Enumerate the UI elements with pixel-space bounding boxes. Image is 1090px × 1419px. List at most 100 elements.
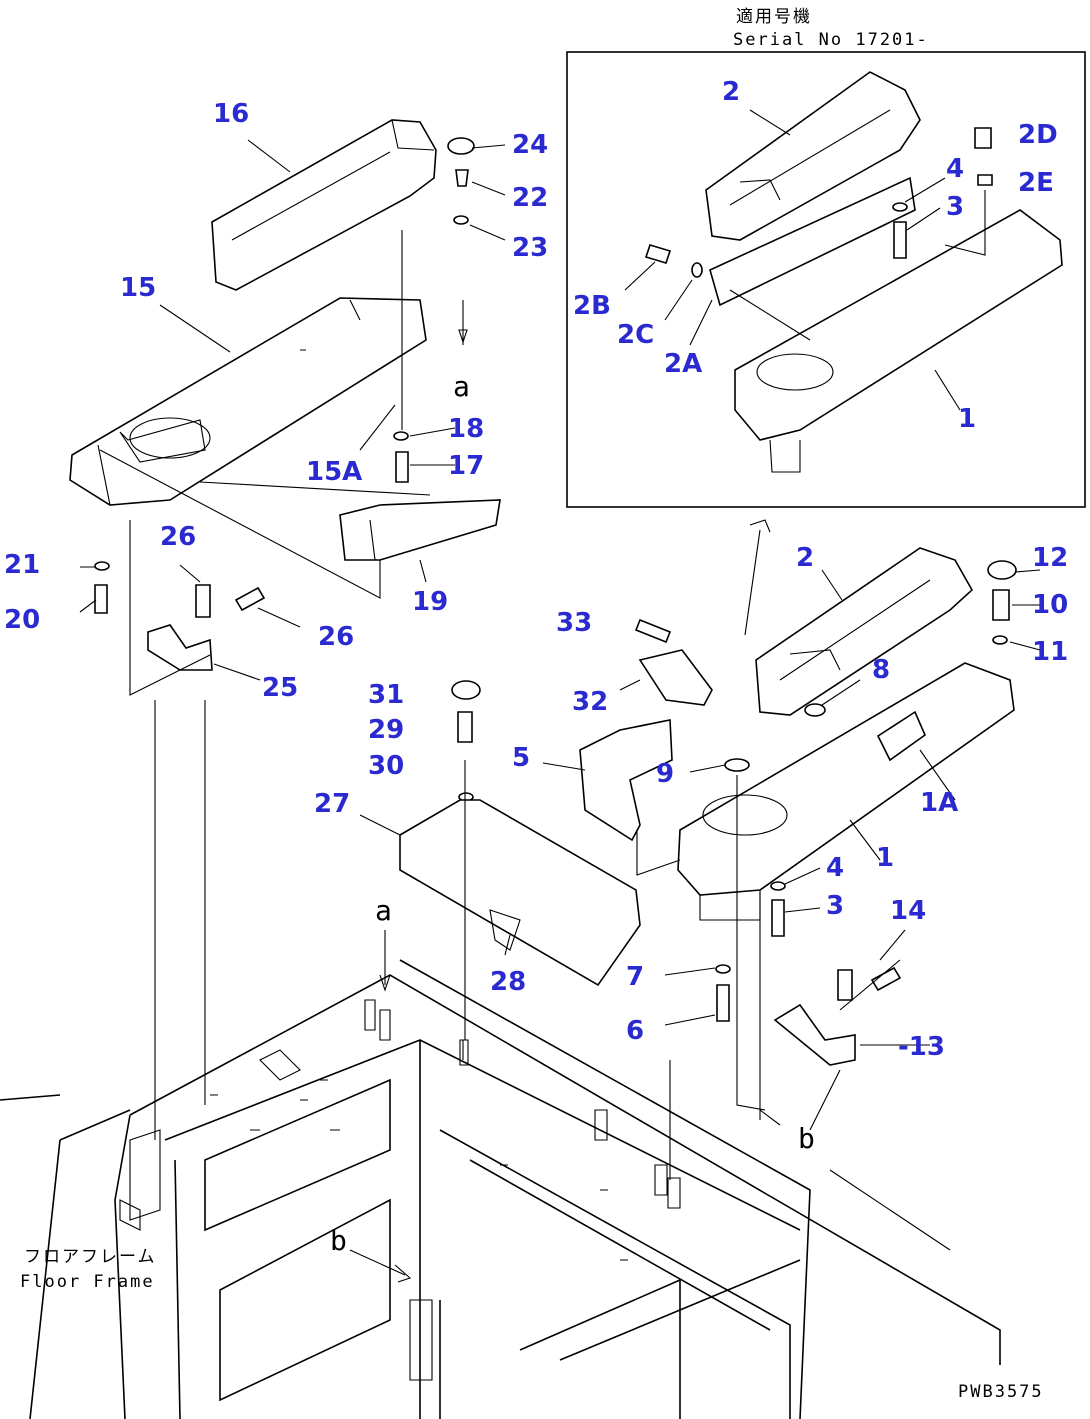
callout-12: 12	[1032, 543, 1068, 573]
callout-30: 30	[368, 751, 404, 781]
callout-9: 9	[656, 759, 674, 789]
callout-31: 31	[368, 680, 404, 710]
callout-inset-2E: 2E	[1018, 168, 1054, 198]
bracket-32	[638, 649, 713, 706]
cover-27	[399, 799, 641, 987]
callout-25: 25	[262, 673, 298, 703]
callout-26a: 26	[160, 522, 196, 552]
callout-3: 3	[826, 891, 844, 921]
callout-6: 6	[626, 1016, 644, 1046]
inset-bolt-2B	[644, 244, 672, 264]
callout-27: 27	[314, 789, 350, 819]
callout-10: 10	[1032, 590, 1068, 620]
callout-inset-2B: 2B	[573, 291, 611, 321]
callout-22: 22	[512, 183, 548, 213]
callout-28: 28	[490, 967, 526, 997]
washer-4	[770, 881, 786, 891]
callout-24: 24	[512, 130, 548, 160]
bolt-6	[716, 984, 730, 1022]
callout-19: 19	[412, 587, 448, 617]
bolt-26b	[234, 586, 266, 612]
flow-marker-b1: b	[798, 1122, 815, 1155]
main-armrest-2	[755, 547, 974, 716]
callout-33: 33	[556, 608, 592, 638]
callout-23: 23	[512, 233, 548, 263]
console-15	[69, 297, 427, 506]
inset-washer-4	[892, 202, 908, 212]
bolt-26a	[195, 584, 211, 618]
callout-inset-2: 2	[722, 77, 740, 107]
inset-washer-2E	[977, 174, 993, 186]
cover-5	[579, 719, 673, 842]
bolt-3	[771, 899, 785, 937]
washer-21	[94, 561, 110, 571]
bolt-14	[837, 966, 902, 1001]
washer-23	[453, 215, 469, 225]
bolt-20	[94, 584, 108, 614]
flow-marker-a2: a	[375, 894, 392, 927]
bolt-10	[992, 589, 1010, 621]
inset-console-1	[734, 209, 1063, 473]
callout-2: 2	[796, 543, 814, 573]
callout-7: 7	[626, 962, 644, 992]
inset-bolt-2D	[974, 127, 992, 149]
flow-marker-b2: b	[330, 1224, 347, 1257]
callout-17: 17	[448, 451, 484, 481]
serial-inset-frame	[566, 51, 1086, 508]
inset-bracket-2A	[709, 176, 916, 307]
cap-31	[451, 680, 481, 700]
callout-4: 4	[826, 853, 844, 883]
callout-21: 21	[4, 550, 40, 580]
bolt-29	[457, 711, 473, 743]
arrow-up	[744, 519, 771, 636]
drawing-code: PWB3575	[958, 1382, 1044, 1402]
cover-19	[339, 499, 501, 561]
washer-18	[393, 431, 409, 441]
serial-label-en: Serial No 17201-	[733, 30, 929, 50]
callout-16: 16	[213, 99, 249, 129]
callout-8: 8	[872, 655, 890, 685]
bolt-33	[634, 618, 672, 644]
bolt-22	[455, 169, 469, 187]
bolt-17	[395, 451, 409, 483]
bracket-25	[147, 624, 213, 671]
washer-7	[715, 964, 731, 974]
armrest-16	[211, 119, 437, 291]
main-console-1	[677, 662, 1015, 921]
callout-1: 1	[876, 843, 894, 873]
callout-1A: 1A	[920, 788, 958, 818]
callout-inset-4: 4	[946, 154, 964, 184]
callout-32: 32	[572, 687, 608, 717]
callout-inset-3: 3	[946, 192, 964, 222]
callout-13: -13	[898, 1032, 945, 1062]
bracket-1A	[876, 710, 926, 762]
washer-11	[992, 635, 1008, 645]
bracket-13	[773, 1003, 856, 1066]
flow-marker-a1: a	[453, 370, 470, 403]
serial-label-jp: 適用号機	[736, 7, 812, 27]
callout-26b: 26	[318, 622, 354, 652]
washer-9	[724, 758, 750, 772]
callout-20: 20	[4, 605, 40, 635]
callout-5: 5	[512, 743, 530, 773]
callout-inset-2C: 2C	[617, 320, 654, 350]
callout-18: 18	[448, 414, 484, 444]
callout-14: 14	[890, 896, 926, 926]
washer-8	[804, 703, 826, 717]
callout-11: 11	[1032, 637, 1068, 667]
cap-24	[447, 137, 475, 155]
cap-12	[987, 560, 1017, 580]
callout-inset-2A: 2A	[664, 349, 702, 379]
floor-frame-label-en: Floor Frame	[20, 1272, 155, 1292]
inset-armrest-2	[705, 71, 921, 241]
floor-frame-label-jp: フロアフレーム	[24, 1247, 157, 1267]
inset-washer-2C	[691, 262, 703, 278]
inset-bolt-3	[893, 221, 907, 259]
callout-15: 15	[120, 273, 156, 303]
callout-inset-1: 1	[958, 404, 976, 434]
callout-29: 29	[368, 715, 404, 745]
callout-inset-2D: 2D	[1018, 120, 1058, 150]
callout-15A: 15A	[306, 457, 362, 487]
